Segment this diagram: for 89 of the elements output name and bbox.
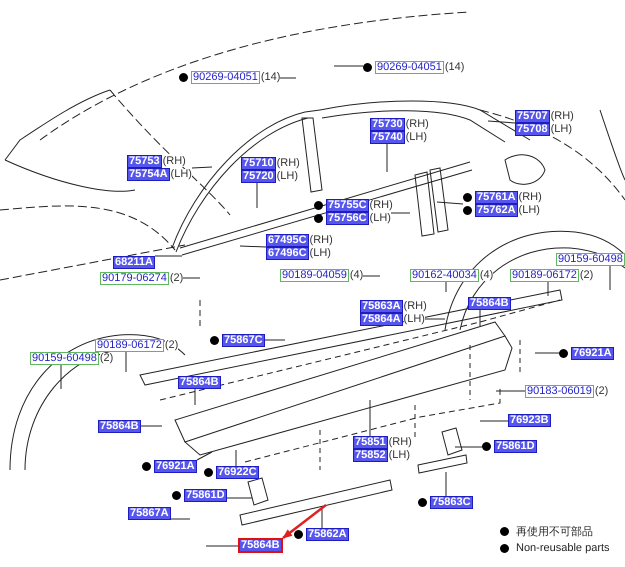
part-number: 75867A (128, 507, 171, 520)
leader-line (194, 388, 196, 406)
part-number: 90183-06019 (525, 385, 594, 398)
side-note: (RH) (388, 437, 412, 448)
side-note: (RH) (406, 119, 429, 130)
side-note: (RH) (310, 235, 333, 246)
side-note: (4) (350, 270, 364, 281)
side-note: (LH) (370, 213, 391, 224)
part-number: 75708 (515, 123, 550, 136)
leader-line (256, 182, 258, 208)
part-number: 75762A (475, 204, 518, 217)
side-note: (2) (164, 340, 178, 351)
side-note: (2) (170, 273, 184, 284)
part-number: 90189-04059 (280, 269, 349, 282)
side-note: (RH) (518, 192, 542, 203)
part-number: 75863C (430, 496, 473, 509)
part-number: 75755C (326, 199, 369, 212)
leader-line (170, 518, 190, 520)
side-note: (2) (594, 386, 608, 397)
side-note: (RH) (550, 111, 574, 122)
side-note: (RH) (370, 200, 393, 211)
part-number: 90269-04051 (375, 61, 444, 74)
leader-line (496, 390, 526, 392)
side-note: (RH) (404, 301, 427, 312)
part-number: 75753 (127, 155, 162, 168)
part-number: 75864B (468, 297, 511, 310)
part-number: 90162-40034 (410, 269, 479, 282)
part-number: 90269-04051 (191, 71, 260, 84)
part-number: 75707 (515, 110, 550, 123)
side-note: (LH) (388, 450, 410, 461)
side-note: (14) (260, 72, 280, 83)
part-number: 75730 (370, 118, 405, 131)
side-note: (LH) (518, 205, 540, 216)
part-number: 68211A (113, 256, 155, 269)
part-number: 75756C (326, 212, 369, 225)
part-number: 75864B (178, 376, 221, 389)
part-number: 90189-06172 (510, 269, 579, 282)
side-note: (LH) (404, 314, 425, 325)
leader-line (240, 246, 266, 248)
part-number: 75861D (184, 489, 227, 502)
part-number: 75864B (238, 538, 283, 553)
part-number: 76922C (216, 466, 259, 479)
part-number: 90159-60498 (30, 352, 99, 365)
part-number: 76921A (571, 347, 614, 360)
side-note: (RH) (276, 158, 300, 169)
part-number: 75720 (241, 170, 276, 183)
leader-line (480, 420, 508, 422)
side-note: (2) (580, 270, 594, 281)
part-number: 75851 (353, 436, 388, 449)
part-number: 75861D (494, 440, 537, 453)
part-number: 75852 (353, 449, 388, 462)
leader-line (534, 352, 560, 354)
part-number: 90159-60498 (556, 253, 625, 266)
side-note: (LH) (406, 132, 427, 143)
side-note: (LH) (310, 248, 331, 259)
leader-line (454, 446, 482, 448)
part-number: 75864B (98, 420, 141, 433)
part-number: 75862A (306, 528, 349, 541)
leader-line (424, 318, 446, 320)
arrow (282, 504, 327, 539)
part-number: 75710 (241, 157, 276, 170)
leader-line (390, 212, 410, 214)
legend-text: 再使用不可部品 (516, 524, 593, 539)
part-number: 67496C (266, 247, 309, 260)
part-number: 75740 (370, 131, 405, 144)
leader-line (488, 120, 516, 124)
side-note: (LH) (550, 124, 572, 135)
leader-line (196, 452, 212, 460)
leader-line (436, 202, 464, 204)
part-number: 75754A (127, 168, 170, 181)
side-note: (2) (100, 353, 114, 364)
side-note: (LH) (276, 171, 298, 182)
part-number: 75864A (360, 313, 403, 326)
part-number: 75867C (222, 334, 265, 347)
side-note: (RH) (162, 156, 186, 167)
leader-line (386, 144, 388, 172)
leader-line (60, 364, 62, 390)
part-number: 76923B (508, 414, 551, 427)
side-note: (4) (480, 270, 494, 281)
leader-line (192, 166, 212, 168)
part-number: 67495C (266, 234, 309, 247)
part-number: 75761A (475, 191, 518, 204)
part-number: 76921A (154, 460, 197, 473)
part-number: 75863A (360, 300, 403, 313)
part-number: 90179-06274 (100, 272, 169, 285)
part-number: 90189-06172 (95, 339, 164, 352)
legend-text: Non-reusable parts (516, 542, 610, 554)
side-note: (LH) (170, 169, 192, 180)
side-note: (14) (444, 62, 464, 73)
